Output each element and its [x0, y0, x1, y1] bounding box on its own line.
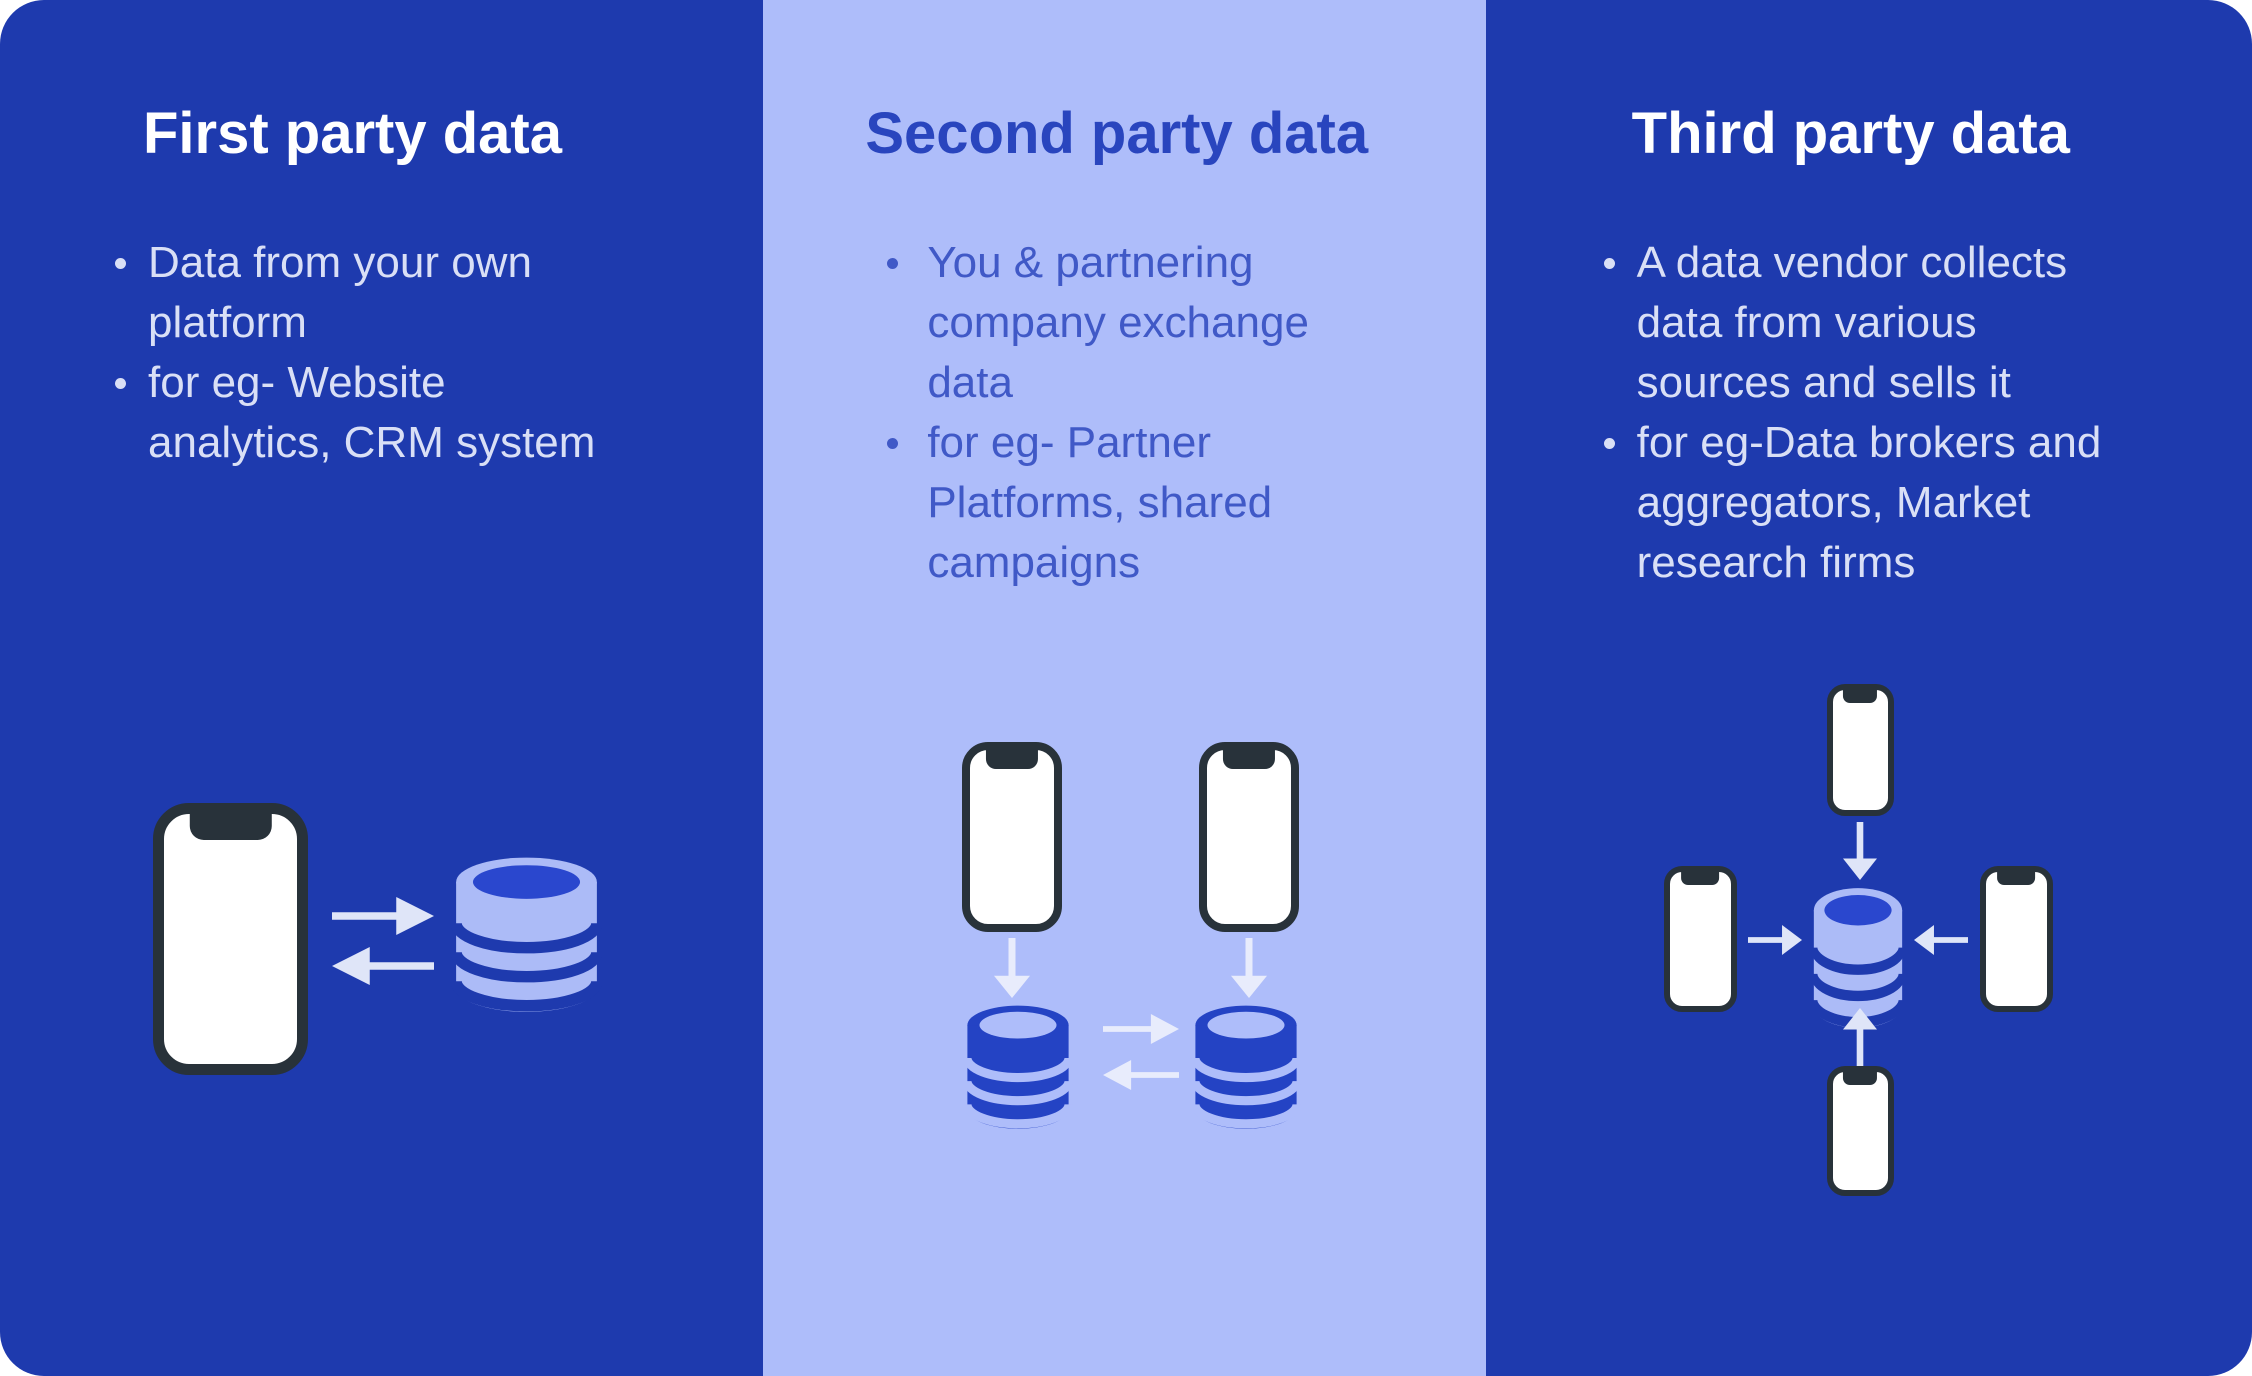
arrow-right-icon	[332, 897, 434, 935]
phone-notch	[986, 750, 1039, 769]
bullet-item: for eg- Website analytics, CRM system	[115, 353, 628, 473]
first-party-bullet-list: Data from your own platform for eg- Webs…	[115, 233, 763, 473]
arrow-left-icon	[1913, 925, 1968, 955]
bullet-item: for eg-Data brokers and aggregators, Mar…	[1603, 413, 2107, 593]
phone-notch	[1843, 1072, 1878, 1085]
phone-notch	[1843, 690, 1878, 703]
first-party-column: First party data Data from your own plat…	[0, 0, 764, 1376]
arrow-down-icon	[1231, 938, 1268, 998]
database-icon	[1809, 888, 1906, 1028]
database-icon	[1191, 1005, 1302, 1129]
database-icon	[450, 857, 603, 1012]
arrow-right-icon	[1747, 925, 1802, 955]
phone-icon	[1979, 866, 2053, 1012]
arrow-left-icon	[1103, 1060, 1180, 1090]
phone-icon	[1826, 1066, 1894, 1196]
second-party-title: Second party data	[865, 101, 1369, 166]
arrow-down-icon	[994, 938, 1031, 998]
phone-icon	[1199, 742, 1300, 932]
phone-notch	[1997, 872, 2036, 885]
bullet-item: for eg- Partner Platforms, shared campai…	[887, 413, 1327, 593]
phone-icon	[1663, 866, 1737, 1012]
bullet-item: A data vendor collects data from various…	[1603, 233, 2107, 413]
phone-notch	[189, 814, 272, 840]
second-party-column: Second party data You & partnering compa…	[763, 0, 1486, 1376]
third-party-bullet-list: A data vendor collects data from various…	[1603, 233, 2252, 593]
phone-icon	[1826, 684, 1894, 816]
bullet-item: Data from your own platform	[115, 233, 628, 353]
phone-icon	[962, 742, 1063, 932]
database-icon	[963, 1005, 1074, 1129]
arrow-right-icon	[1103, 1014, 1180, 1044]
third-party-title: Third party data	[1631, 101, 2070, 166]
phone-icon	[153, 803, 308, 1075]
phone-notch	[1681, 872, 1720, 885]
first-party-title: First party data	[143, 101, 562, 166]
arrow-up-icon	[1842, 1008, 1877, 1066]
arrow-down-icon	[1842, 822, 1877, 880]
bullet-item: You & partnering company exchange data	[887, 233, 1327, 413]
third-party-column: Third party data A data vendor collects …	[1485, 0, 2252, 1376]
second-party-bullet-list: You & partnering company exchange data f…	[865, 233, 1485, 593]
phone-notch	[1223, 750, 1276, 769]
arrow-left-icon	[332, 947, 434, 985]
